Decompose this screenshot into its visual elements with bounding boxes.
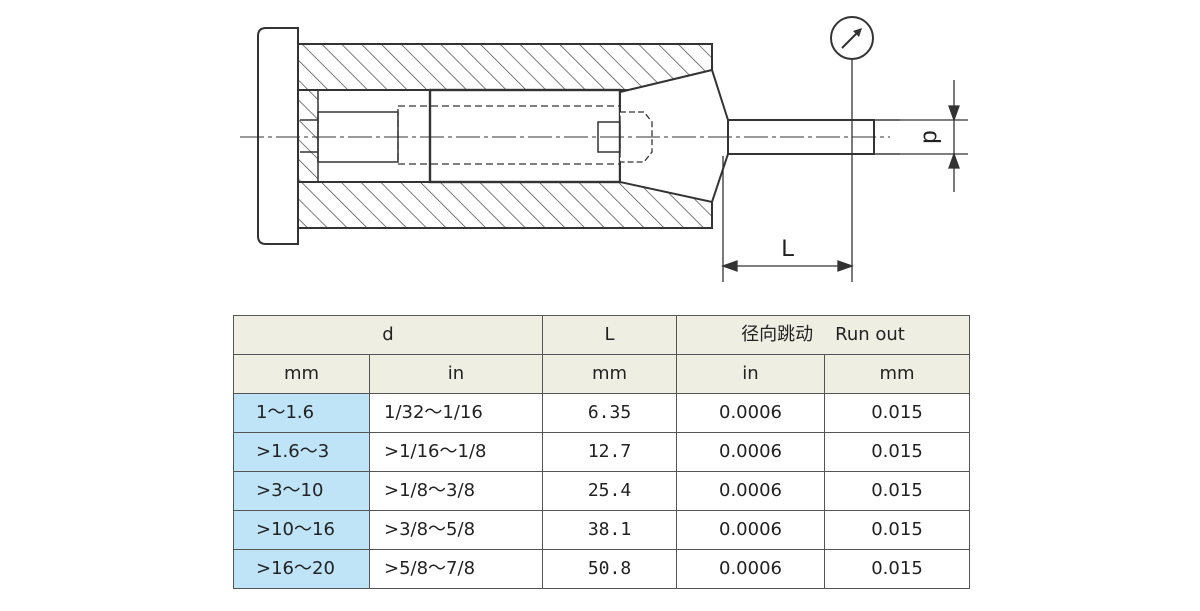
collet-nut: [397, 88, 622, 184]
header-runout-cn: 径向跳动: [741, 324, 814, 345]
cell-runout-in: 0.0006: [676, 510, 825, 550]
collet-head-flange: [257, 27, 299, 245]
cell-d-in: 1/32～1/16: [369, 393, 543, 433]
cell-d-in: >1/16～1/8: [369, 432, 543, 472]
group-header-row: d L 径向跳动 Run out: [233, 315, 970, 355]
cell-L-mm: 25.4: [542, 471, 677, 511]
cell-runout-mm: 0.015: [824, 471, 970, 511]
cell-d-mm: >1.6～3: [233, 432, 370, 472]
cell-L-mm: 6.35: [542, 393, 677, 433]
cell-runout-in: 0.0006: [676, 549, 825, 589]
dimension-L-label: L: [781, 235, 794, 262]
table-row: 1～1.6 1/32～1/16 6.35 0.0006 0.015: [233, 393, 970, 433]
table-row: >16～20 >5/8～7/8 50.8 0.0006 0.015: [233, 549, 970, 589]
unit-header: mm: [824, 354, 970, 394]
cell-d-mm: >16～20: [233, 549, 370, 589]
cell-d-in: >3/8～5/8: [369, 510, 543, 550]
cell-L-mm: 50.8: [542, 549, 677, 589]
cell-runout-mm: 0.015: [824, 432, 970, 472]
cell-runout-in: 0.0006: [676, 432, 825, 472]
cell-runout-in: 0.0006: [676, 393, 825, 433]
cell-L-mm: 38.1: [542, 510, 677, 550]
cell-runout-mm: 0.015: [824, 393, 970, 433]
unit-header: in: [369, 354, 543, 394]
unit-header: mm: [542, 354, 677, 394]
unit-header: mm: [233, 354, 370, 394]
header-runout-en: Run out: [835, 324, 905, 345]
header-runout: 径向跳动 Run out: [676, 315, 970, 355]
dimension-d-label: d: [918, 130, 945, 143]
cell-L-mm: 12.7: [542, 432, 677, 472]
cell-d-in: >1/8～3/8: [369, 471, 543, 511]
header-L: L: [542, 315, 677, 355]
dimension-L: [721, 60, 854, 282]
dial-indicator-icon: [830, 16, 874, 60]
cell-d-mm: 1～1.6: [233, 393, 370, 433]
cell-runout-mm: 0.015: [824, 549, 970, 589]
cell-runout-in: 0.0006: [676, 471, 825, 511]
header-d: d: [233, 315, 543, 355]
collet-runout-drawing: d L: [240, 16, 968, 282]
table-row: >1.6～3 >1/16～1/8 12.7 0.0006 0.015: [233, 432, 970, 472]
cell-d-mm: >10～16: [233, 510, 370, 550]
table-row: >10～16 >3/8～5/8 38.1 0.0006 0.015: [233, 510, 970, 550]
cell-runout-mm: 0.015: [824, 510, 970, 550]
table-row: >3～10 >1/8～3/8 25.4 0.0006 0.015: [233, 471, 970, 511]
cell-d-in: >5/8～7/8: [369, 549, 543, 589]
cell-d-mm: >3～10: [233, 471, 370, 511]
unit-header: in: [676, 354, 825, 394]
spec-table: d L 径向跳动 Run out mm in mm in mm 1～1.6 1/3…: [233, 315, 970, 589]
unit-header-row: mm in mm in mm: [233, 354, 970, 394]
dimension-d: [876, 80, 968, 192]
sleeve-body-hatched: [297, 43, 713, 229]
